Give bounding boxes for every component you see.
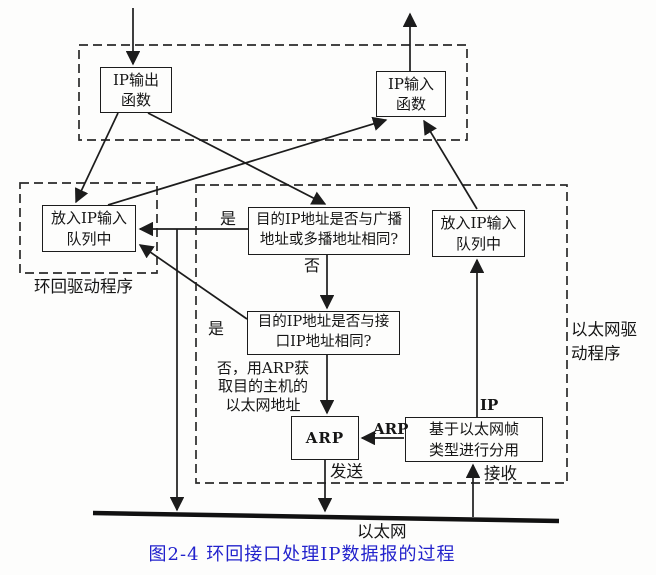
label-yes-broadcast: 是 <box>220 209 237 228</box>
dashed-region-ip-layer <box>78 44 468 141</box>
ethernet-bus-line <box>92 510 560 524</box>
node-arp: ARP <box>291 416 359 460</box>
edge-yes-interface-to-queue <box>138 244 248 320</box>
edge-loopback-queue-to-ip-input <box>107 116 388 206</box>
label-ethernet-bus: 以太网 <box>357 522 407 541</box>
node-decision-broadcast-multicast: 目的IP地址是否与广播 地址或多播地址相同? <box>248 207 410 255</box>
node-ethernet-input-queue: 放入IP输入 队列中 <box>432 210 525 257</box>
figure-caption: 图2-4 环回接口处理IP数据报的过程 <box>148 544 456 565</box>
dashed-region-ethernet-driver <box>195 184 568 484</box>
label-receive: 接收 <box>484 464 517 483</box>
node-ip-output-function: IP输出 函数 <box>100 67 172 113</box>
label-yes-interface: 是 <box>208 319 225 338</box>
node-ip-input-function: IP输入 函数 <box>376 71 446 117</box>
label-no-broadcast: 否 <box>304 256 321 275</box>
label-ip-frame-type: IP <box>480 396 499 414</box>
edge-ethernet-queue-to-ip-input <box>423 119 478 210</box>
edge-output-to-broadcast-test <box>147 112 327 205</box>
edge-output-to-loopback-queue <box>75 112 119 204</box>
dashed-region-loopback-driver <box>19 182 158 274</box>
node-loopback-input-queue: 放入IP输入 队列中 <box>42 205 136 252</box>
label-arp-frame-type: ARP <box>373 420 409 438</box>
label-ethernet-driver: 以太网驱 动程序 <box>571 320 637 363</box>
label-arp-note: 否，用ARP获 取目的主机的 以太网地址 <box>216 359 310 414</box>
label-send: 发送 <box>330 462 363 481</box>
node-frame-demultiplex: 基于以太网帧 类型进行分用 <box>405 417 543 462</box>
node-decision-interface-ip: 目的IP地址是否与接 口IP地址相同? <box>247 311 400 355</box>
label-loopback-driver: 环回驱动程序 <box>34 277 133 296</box>
